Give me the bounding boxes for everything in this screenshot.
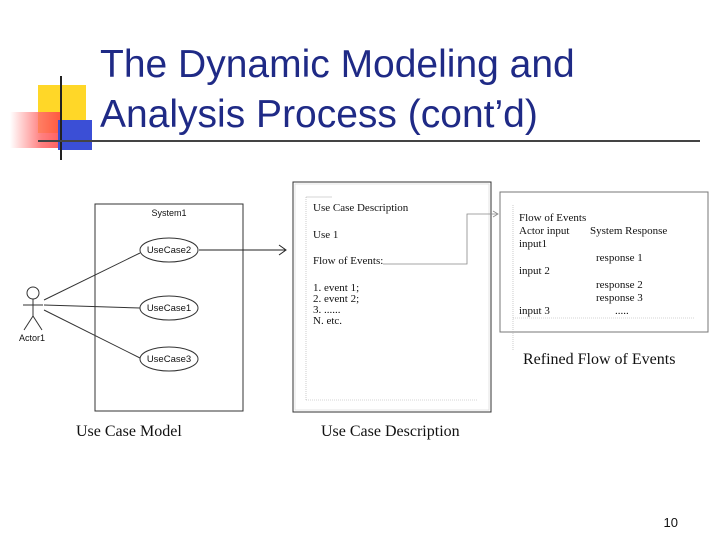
usecase-label-1: UseCase1 (147, 303, 191, 314)
actor-label: Actor1 (19, 333, 45, 343)
ucd-event-n: N. etc. (313, 315, 343, 327)
arrow-usecase-to-description (199, 244, 287, 256)
page-number: 10 (663, 515, 678, 530)
title-underline (38, 140, 700, 142)
slide-title-line2: Analysis Process (cont’d) (100, 93, 538, 136)
use-case-description-box (292, 181, 492, 413)
refined-input3: input 3 (519, 305, 550, 317)
slide-title-line1: The Dynamic Modeling and (100, 43, 575, 86)
caption-use-case-model: Use Case Model (76, 423, 182, 440)
ucd-event-3: 3. ...... (313, 304, 341, 316)
connector-description-to-refined (383, 210, 499, 265)
refined-response2: response 2 (596, 279, 643, 291)
caption-use-case-description: Use Case Description (321, 423, 460, 440)
refined-response1: response 1 (596, 252, 643, 264)
ucd-heading: Use Case Description (313, 202, 409, 214)
title-decoration-red (10, 112, 62, 148)
refined-response3: response 3 (596, 292, 643, 304)
ucd-use-case: Use 1 (313, 229, 339, 241)
refined-ellipsis: ..... (615, 305, 629, 317)
ucd-flow-label: Flow of Events: (313, 255, 384, 267)
association-line-usecase2 (43, 252, 141, 301)
slide-title: The Dynamic Modeling and Analysis Proces… (100, 40, 575, 140)
usecase-label-2: UseCase2 (147, 245, 191, 256)
system-label: System1 (151, 208, 186, 218)
refined-input1: input1 (519, 238, 548, 250)
usecase-ellipse-3 (139, 346, 199, 372)
refined-col-system: System Response (590, 225, 668, 237)
association-line-usecase3 (43, 309, 141, 359)
association-line-usecase1 (43, 304, 141, 309)
usecase-label-3: UseCase3 (147, 354, 191, 365)
title-decoration-vertical-line (60, 76, 62, 160)
refined-input2: input 2 (519, 265, 550, 277)
actor-figure (23, 286, 43, 331)
ucd-events-list: 1. event 1; 2. event 2; 3. ...... N. etc… (313, 283, 359, 327)
ucd-event-2: 2. event 2; (313, 293, 360, 305)
title-decoration-blue (58, 120, 92, 150)
refined-col-actor: Actor input (519, 225, 570, 237)
refined-heading: Flow of Events (519, 212, 587, 224)
caption-refined-flow: Refined Flow of Events (523, 351, 676, 368)
usecase-ellipse-2 (139, 237, 199, 263)
ucd-event-1: 1. event 1; (313, 282, 360, 294)
refined-flow-box (499, 191, 709, 333)
usecase-ellipse-1 (139, 295, 199, 321)
